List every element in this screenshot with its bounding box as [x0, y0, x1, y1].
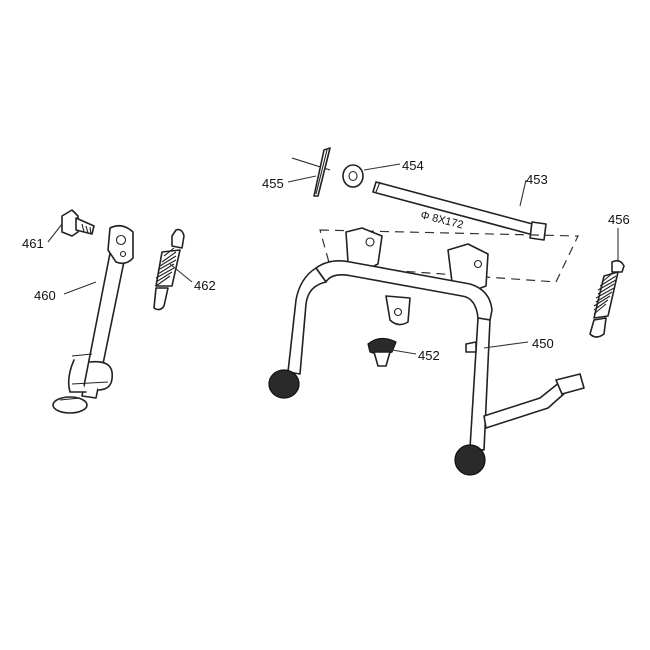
bolt-461 — [61, 209, 95, 237]
callout-452: 452 — [418, 348, 440, 363]
callout-455: 455 — [262, 176, 284, 191]
leader-lines — [47, 163, 619, 355]
callout-462: 462 — [194, 278, 216, 293]
callout-453: 453 — [526, 172, 548, 187]
callout-456: 456 — [608, 212, 630, 227]
callout-450: 450 — [532, 336, 554, 351]
washer-454 — [342, 164, 364, 188]
callout-454: 454 — [402, 158, 424, 173]
spring-462 — [153, 228, 185, 311]
cotter-pin-455 — [291, 147, 331, 197]
spring-456 — [589, 259, 625, 338]
callout-461: 461 — [22, 236, 44, 251]
callout-460: 460 — [34, 288, 56, 303]
side-stand-460 — [52, 224, 134, 414]
stopper-452 — [367, 337, 397, 367]
main-stand-450 — [268, 227, 585, 476]
shaft-453 — [319, 181, 579, 283]
